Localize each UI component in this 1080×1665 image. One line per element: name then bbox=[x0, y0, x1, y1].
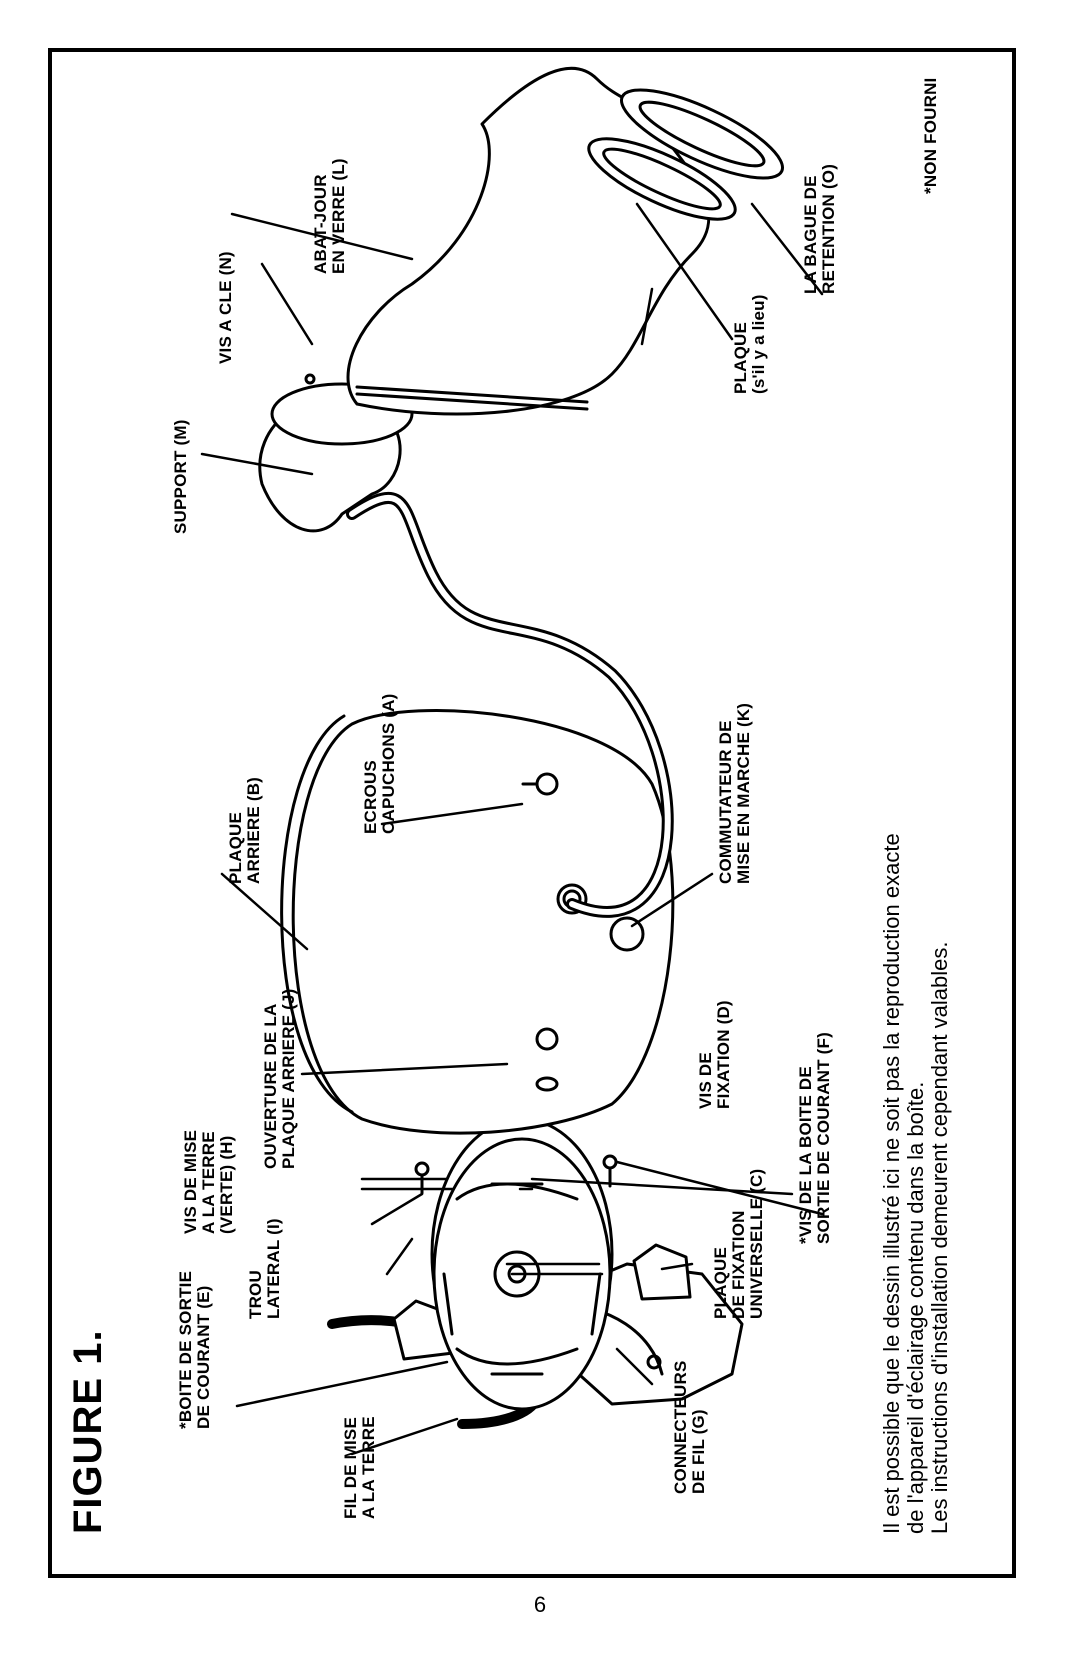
label-cap-nuts: ECROUS CAPUCHONS (A) bbox=[361, 693, 398, 834]
figure-title: FIGURE 1. bbox=[66, 1329, 110, 1534]
label-mounting-plate: PLAQUE DE FIXATION UNIVERSELLE (C) bbox=[711, 1168, 766, 1319]
label-glass-shade: ABAT-JOUR EN VERRE (L) bbox=[311, 158, 348, 274]
rotated-figure: FIGURE 1. *BOITE DE SORTIE DE COURANT (E… bbox=[52, 52, 1012, 1574]
exploded-diagram bbox=[200, 66, 824, 1456]
arm-inner bbox=[349, 494, 671, 915]
label-support: SUPPORT (M) bbox=[171, 419, 190, 534]
figure-frame bbox=[48, 48, 1016, 1578]
label-washer: PLAQUE (s'il y a lieu) bbox=[731, 294, 768, 394]
label-switch: COMMUTATEUR DE MISE EN MARCHE (K) bbox=[716, 702, 753, 884]
label-wire-connectors: CONNECTEURS DE FIL (G) bbox=[671, 1360, 708, 1495]
leader-lines bbox=[200, 202, 824, 1456]
mounting-screws bbox=[360, 1177, 604, 1276]
page-number: 6 bbox=[533, 1592, 547, 1617]
label-mounting-screws: VIS DE FIXATION (D) bbox=[696, 1000, 733, 1109]
label-backplate-opening: OUVERTURE DE LA PLAQUE ARRIERE (J) bbox=[261, 988, 298, 1169]
label-outlet-box: *BOITE DE SORTIE DE COURANT (E) bbox=[176, 1270, 213, 1429]
label-not-supplied: *NON FOURNI bbox=[921, 77, 940, 194]
label-retention-ring: LA BAGUE DE RETENTION (O) bbox=[801, 163, 838, 294]
label-backplate: PLAQUE ARRIERE (B) bbox=[226, 776, 263, 884]
label-box-screws: *VIS DE LA BOITE DE SORTIE DE COURANT (F… bbox=[796, 1032, 833, 1244]
label-ground-screw: VIS DE MISE A LA TERRE (VERTE) (H) bbox=[181, 1129, 236, 1234]
backplate bbox=[280, 709, 675, 1135]
label-side-hole: TROU LATERAL (I) bbox=[246, 1218, 283, 1319]
label-ground-wire: FIL DE MISE A LA TERRE bbox=[341, 1416, 378, 1519]
washer-ring bbox=[587, 88, 785, 221]
disclaimer-note: Il est possible que le dessin illustré i… bbox=[879, 833, 952, 1534]
label-key-screw: VIS A CLE (N) bbox=[216, 251, 235, 364]
